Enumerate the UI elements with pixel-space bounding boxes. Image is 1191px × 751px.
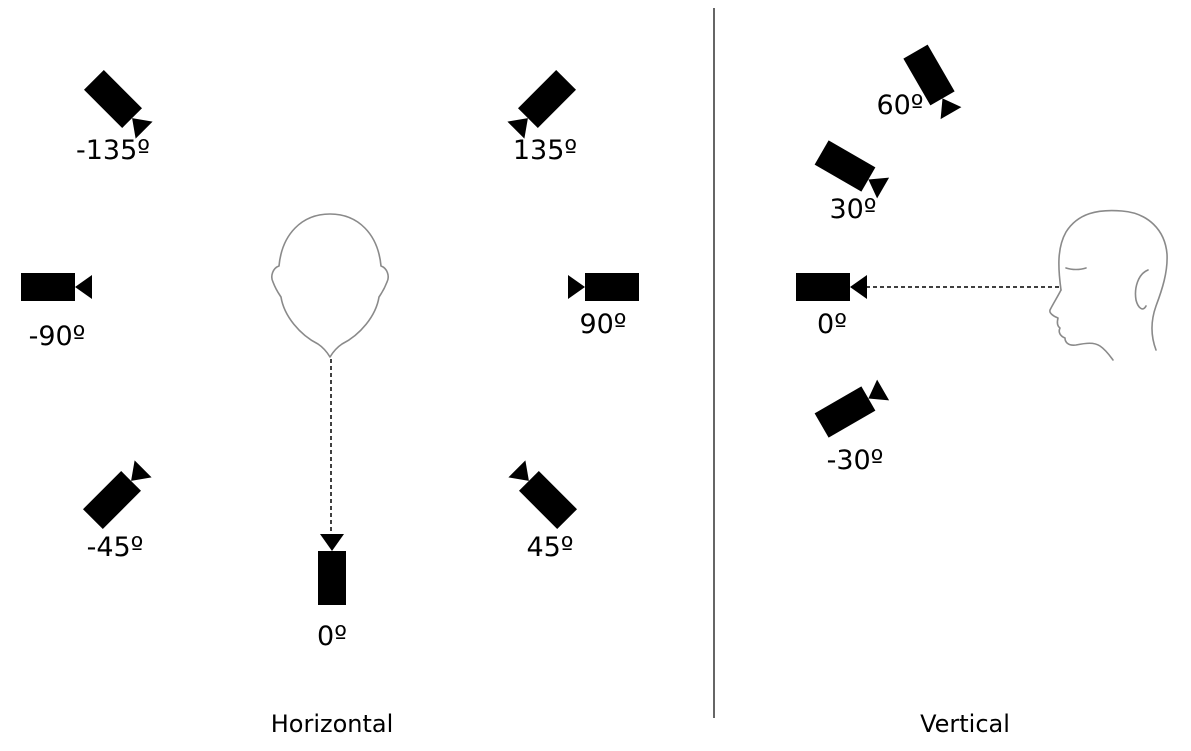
angle-label-v-30: 30º [829, 194, 876, 225]
camera-h-45: 45º [506, 458, 577, 563]
video-camera-icon [814, 140, 891, 201]
camera-v-60: 60º [876, 44, 964, 121]
angle-label-v-neg30: -30º [827, 445, 884, 476]
camera-h-neg45: -45º [83, 458, 154, 563]
camera-h-135: 135º [505, 70, 577, 166]
camera-h-neg135: -135º [76, 70, 155, 166]
video-camera-icon [568, 273, 639, 301]
video-camera-icon [21, 273, 92, 301]
camera-v-neg30: -30º [814, 377, 891, 476]
angle-label-v-0: 0º [817, 309, 847, 340]
angle-label-h-135: 135º [513, 135, 577, 166]
video-camera-icon [505, 70, 576, 141]
angle-label-h-neg45: -45º [87, 532, 144, 563]
angle-label-h-neg135: -135º [76, 135, 150, 166]
angle-label-h-90: 90º [579, 309, 626, 340]
camera-h-90: 90º [568, 273, 639, 340]
horizontal-caption: Horizontal [271, 710, 394, 738]
angle-label-h-neg90: -90º [29, 321, 86, 352]
video-camera-icon [84, 70, 155, 141]
vertical-panel: 60º 30º 0º -30º Vertical [796, 44, 1168, 738]
angle-label-v-60: 60º [876, 90, 923, 121]
camera-h-neg90: -90º [21, 273, 92, 352]
camera-v-0: 0º [796, 273, 867, 340]
angle-label-h-0: 0º [317, 621, 347, 652]
vertical-caption: Vertical [920, 710, 1010, 738]
video-camera-icon [83, 458, 154, 529]
camera-v-30: 30º [814, 140, 891, 225]
head-side-profile-icon [1049, 209, 1168, 361]
head-top-view-icon [271, 213, 389, 358]
video-camera-icon [506, 458, 577, 529]
video-camera-icon [318, 534, 346, 605]
angle-label-h-45: 45º [526, 532, 573, 563]
camera-h-0: 0º [317, 534, 347, 652]
video-camera-icon [814, 377, 891, 438]
video-camera-icon [796, 273, 867, 301]
horizontal-panel: -135º 135º -90º 90º -45º 45º 0º Horizont… [21, 70, 639, 738]
